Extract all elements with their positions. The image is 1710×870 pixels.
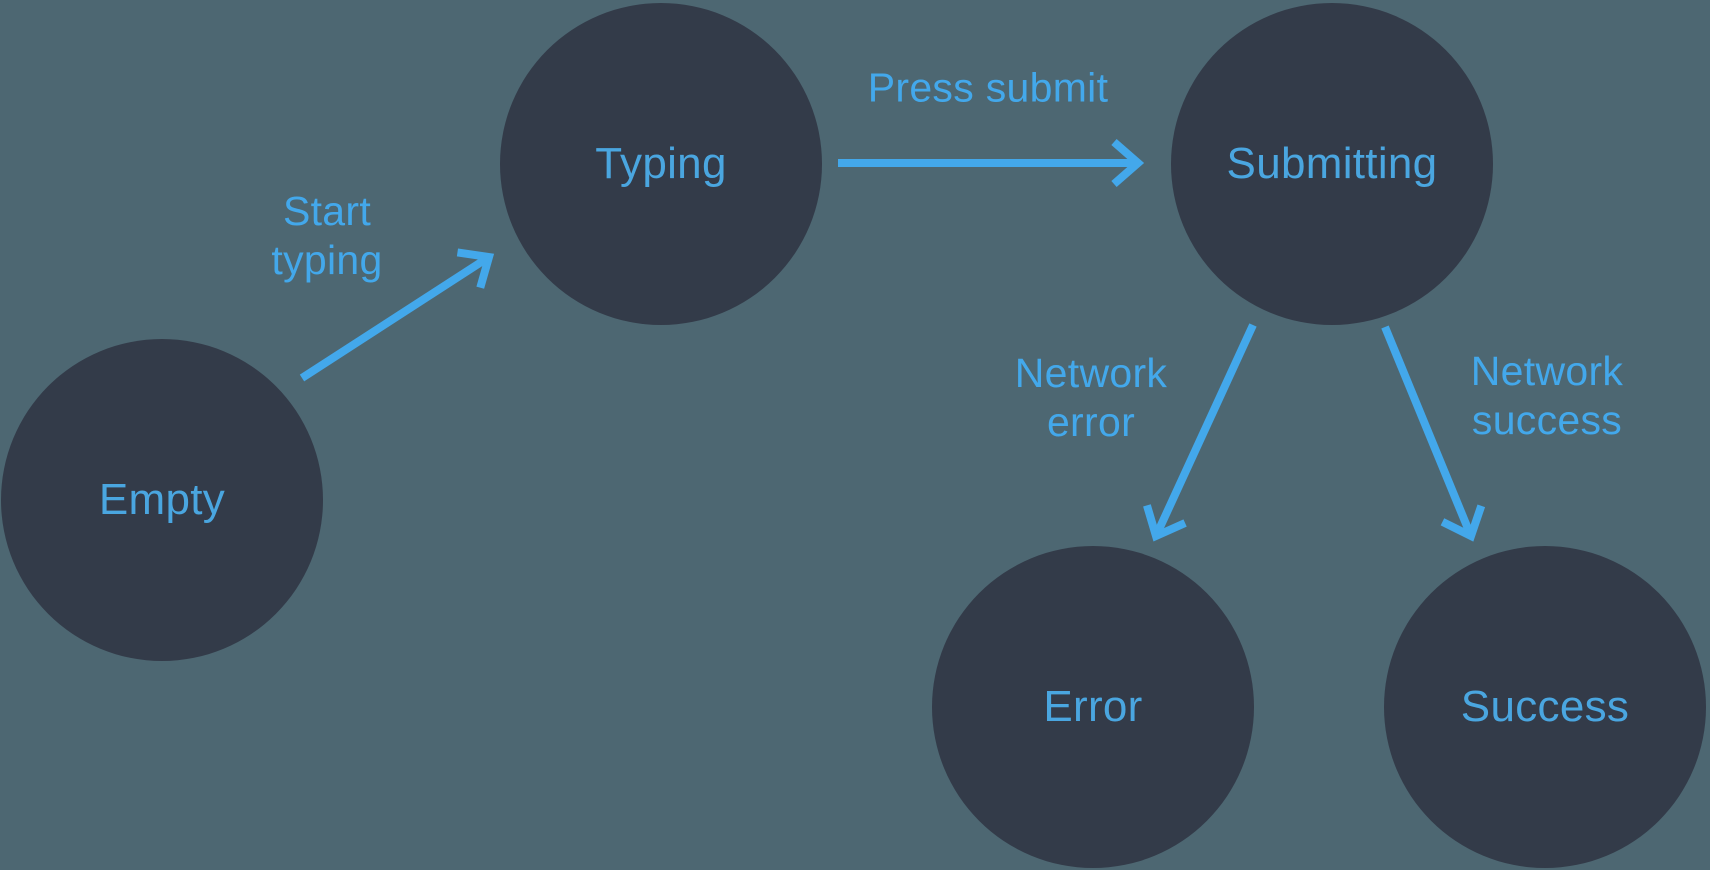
state-label-typing: Typing xyxy=(595,139,727,188)
state-label-success: Success xyxy=(1460,682,1630,731)
transition-arrow-network-error xyxy=(1143,323,1257,542)
transition-label-press-submit: Press submit xyxy=(867,64,1109,111)
state-node-submitting: Submitting xyxy=(1171,3,1493,325)
state-node-error: Error xyxy=(932,546,1254,868)
state-label-empty: Empty xyxy=(98,475,226,524)
transition-label-start-typing: Start typing xyxy=(271,188,383,283)
state-label-submitting: Submitting xyxy=(1226,139,1438,188)
state-label-error: Error xyxy=(1043,682,1143,731)
transition-arrow-start-typing xyxy=(299,248,495,382)
state-node-typing: Typing xyxy=(500,3,822,325)
transition-label-network-error: Network error xyxy=(1014,350,1168,445)
state-node-success: Success xyxy=(1384,546,1706,868)
transition-label-network-success: Network success xyxy=(1470,348,1624,443)
state-node-empty: Empty xyxy=(1,339,323,661)
transition-arrow-network-success xyxy=(1381,325,1486,542)
